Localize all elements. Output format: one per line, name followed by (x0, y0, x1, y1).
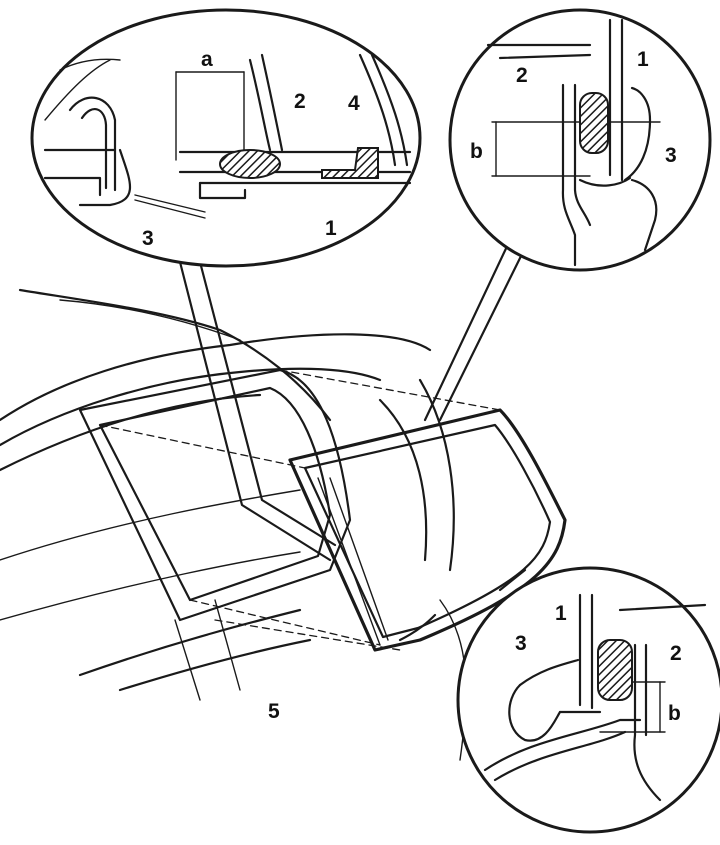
label-b: b (470, 140, 483, 163)
seal-strip-2 (219, 149, 281, 179)
label-2: 2 (670, 642, 682, 665)
alignment-lines (99, 369, 501, 651)
adhesive-4 (321, 147, 379, 179)
callout-bottom-right: 1 2 3 b (456, 566, 720, 834)
label-3: 3 (515, 632, 527, 655)
seal-strip-2-lower (597, 639, 633, 701)
label-5: 5 (268, 700, 280, 723)
label-3: 3 (142, 227, 154, 250)
callout-top-right: 1 2 b 3 (448, 8, 712, 272)
label-a: a (201, 48, 213, 71)
label-2: 2 (516, 64, 528, 87)
label-1: 1 (637, 48, 649, 71)
quarter-glass-frame[interactable] (288, 408, 567, 652)
callout-connectors (178, 238, 527, 592)
label-4: 4 (348, 92, 360, 115)
window-opening (78, 368, 352, 701)
label-2: 2 (294, 90, 306, 113)
label-3: 3 (665, 144, 677, 167)
label-b: b (668, 702, 681, 725)
label-1: 1 (555, 602, 567, 625)
car-body (0, 288, 467, 761)
callout-top-left: a 2 4 3 1 (30, 8, 422, 268)
label-1: 1 (325, 217, 337, 240)
seal-strip-2-detail (579, 92, 609, 154)
